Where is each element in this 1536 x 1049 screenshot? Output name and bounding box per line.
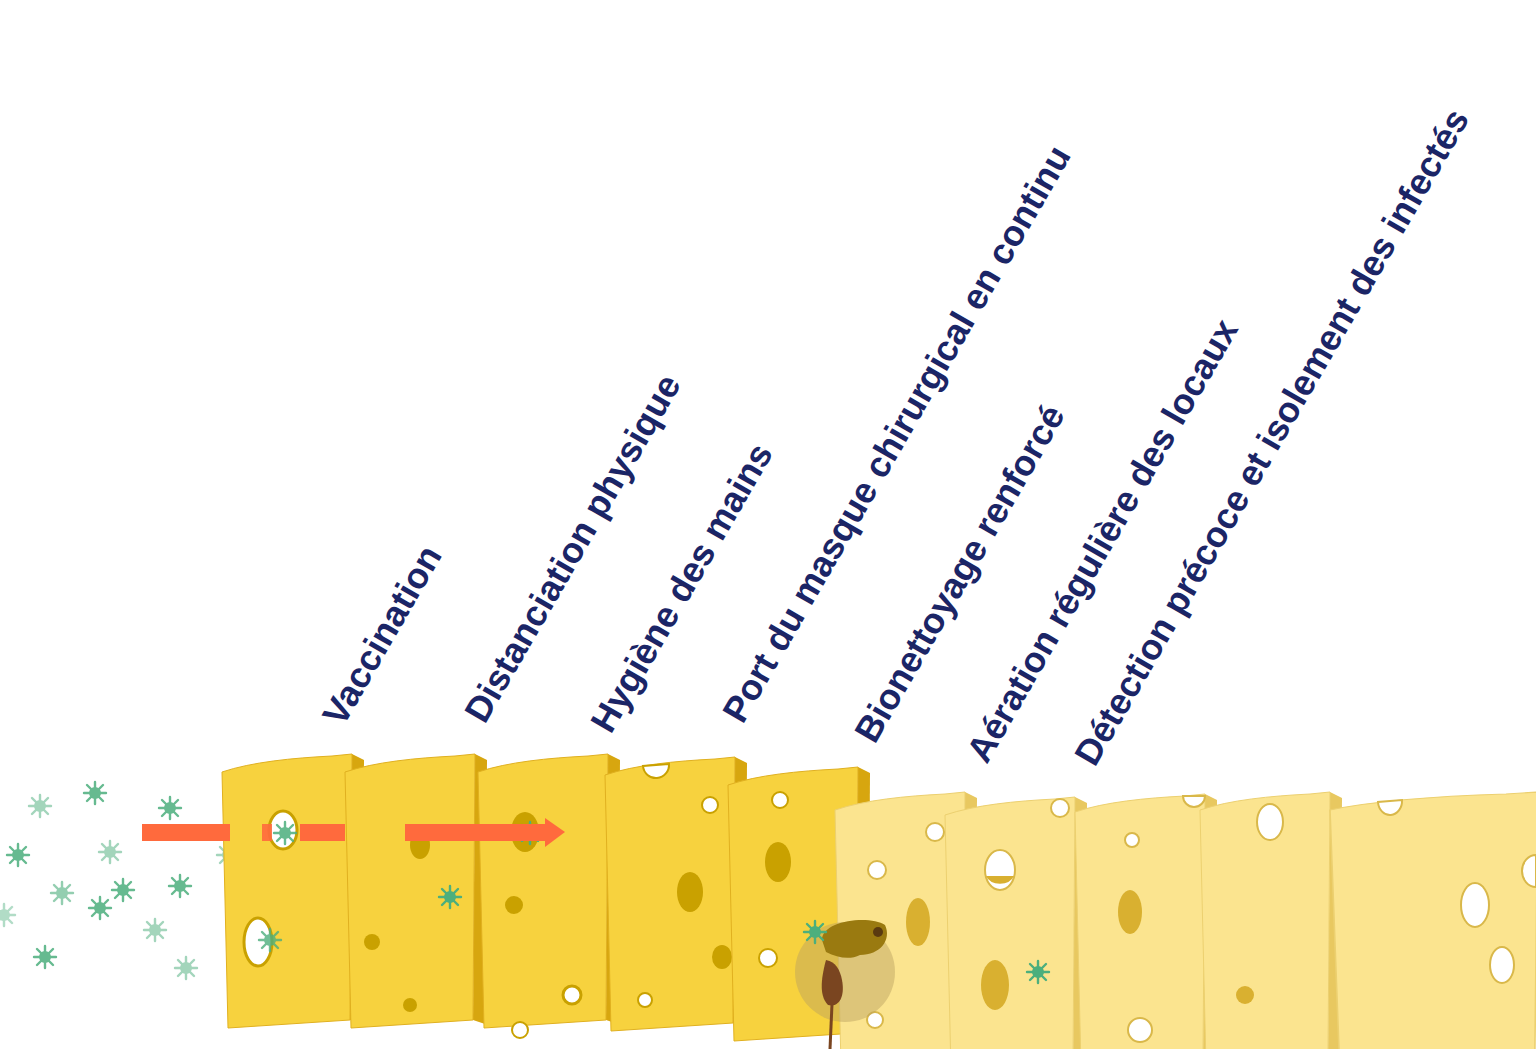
mouse-hole-part bbox=[822, 960, 843, 1005]
cheese-slice-part bbox=[1522, 855, 1536, 887]
cheese-slice-part bbox=[926, 823, 944, 841]
cheese-slice-part bbox=[638, 993, 652, 1007]
virus-cloud-part bbox=[84, 782, 106, 804]
virus-cloud-part bbox=[34, 946, 56, 968]
cheese-slice-part bbox=[772, 792, 788, 808]
virus-cloud-part bbox=[51, 882, 73, 904]
cheese-slice bbox=[945, 797, 1087, 1049]
cheese-slice-part bbox=[403, 998, 417, 1012]
threat-arrow-part bbox=[545, 818, 565, 847]
barrier-label: Vaccination bbox=[317, 540, 448, 731]
virus-cloud-part bbox=[89, 897, 111, 919]
virus-on-slice bbox=[259, 822, 1049, 983]
cheese-slice-part bbox=[1257, 804, 1283, 840]
cheese-slice-part bbox=[1378, 800, 1402, 815]
virus-cloud bbox=[0, 782, 239, 979]
mouse-hole-part bbox=[830, 1004, 832, 1049]
cheese-slice-part bbox=[981, 960, 1009, 1010]
cheese-slice-part bbox=[1075, 794, 1205, 1049]
mouse-hole-part bbox=[822, 920, 887, 958]
threat-arrow-part bbox=[300, 824, 345, 841]
cheese-slice-part bbox=[364, 934, 380, 950]
threat-arrow-part bbox=[405, 824, 545, 841]
cheese-slice-part bbox=[222, 754, 352, 1028]
cheese-slice-part bbox=[985, 850, 1015, 890]
cheese-slice bbox=[345, 754, 487, 1028]
cheese-slice-part bbox=[677, 872, 703, 912]
virus-cloud-part bbox=[112, 879, 134, 901]
cheese-slice bbox=[1330, 792, 1536, 1049]
cheese-slice-part bbox=[765, 842, 791, 882]
cheese-slice bbox=[605, 757, 747, 1031]
cheese-slice-part bbox=[1183, 796, 1205, 807]
virus-cloud-part bbox=[99, 841, 121, 863]
cheese-slice bbox=[1200, 792, 1342, 1049]
cheese-slice-part bbox=[512, 1022, 528, 1038]
virus-on-slice-part bbox=[1027, 961, 1049, 983]
virus-cloud-part bbox=[169, 875, 191, 897]
cheese-slice-part bbox=[1490, 947, 1514, 983]
virus-cloud-part bbox=[159, 797, 181, 819]
cheese-slice-part bbox=[505, 896, 523, 914]
threat-arrow-part bbox=[142, 824, 230, 841]
cheese-slice-part bbox=[945, 797, 1075, 1049]
cheese-slice-part bbox=[1125, 833, 1139, 847]
cheese-slice bbox=[478, 754, 620, 1038]
virus-cloud-part bbox=[144, 919, 166, 941]
threat-arrow-part bbox=[262, 824, 272, 841]
cheese-slice-part bbox=[702, 797, 718, 813]
cheese-slice-part bbox=[1128, 1018, 1152, 1042]
cheese-slice-part bbox=[1051, 799, 1069, 817]
virus-cloud-part bbox=[175, 957, 197, 979]
cheese-slice-part bbox=[1330, 792, 1536, 1049]
mouse-hole bbox=[795, 920, 895, 1049]
virus-on-slice-part bbox=[439, 886, 461, 908]
cheese-slice-part bbox=[906, 898, 930, 946]
virus-cloud-part bbox=[0, 904, 15, 926]
cheese-slice-part bbox=[605, 757, 735, 1031]
cheese-slice-part bbox=[759, 949, 777, 967]
virus-on-slice-part bbox=[259, 929, 281, 951]
virus-cloud-part bbox=[7, 844, 29, 866]
cheese-slice-part bbox=[345, 754, 475, 1028]
cheese-slice-part bbox=[269, 811, 297, 849]
cheese-slice-part bbox=[478, 754, 608, 1028]
cheese-slice bbox=[222, 754, 364, 1028]
cheese-slice-part bbox=[1118, 890, 1142, 934]
mouse-hole-part bbox=[804, 921, 826, 943]
cheese-slice-part bbox=[643, 764, 669, 778]
cheese-slice-part bbox=[1200, 792, 1330, 1049]
cheese-slice bbox=[1075, 794, 1217, 1049]
cheese-slice-part bbox=[1461, 883, 1489, 927]
virus-cloud-part bbox=[29, 795, 51, 817]
cheese-slice-part bbox=[712, 945, 732, 969]
virus-on-slice-part bbox=[274, 822, 296, 844]
cheese-slice-part bbox=[868, 861, 886, 879]
cheese-slice-part bbox=[563, 986, 581, 1004]
mouse-hole-part bbox=[873, 927, 883, 937]
cheese-slice-part bbox=[986, 876, 1014, 884]
threat-arrow bbox=[142, 818, 565, 847]
barrier-label: Détection précoce et isolement des infec… bbox=[1069, 103, 1475, 771]
cheese-slice-part bbox=[1236, 986, 1254, 1004]
